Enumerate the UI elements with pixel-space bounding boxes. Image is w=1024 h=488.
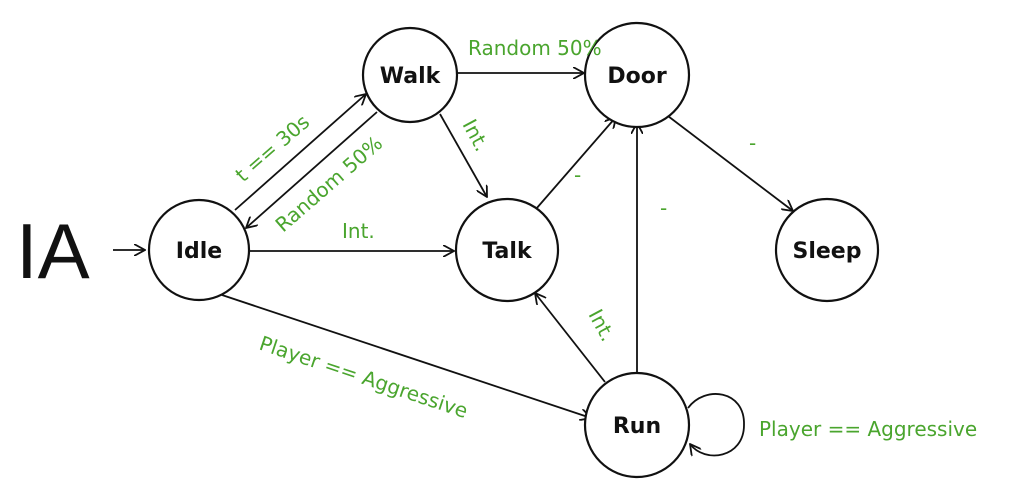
label-idle-to-walk: t == 30s [231, 110, 315, 187]
label-run-to-talk: Int. [584, 305, 621, 345]
node-walk-label: Walk [380, 64, 442, 89]
edge-door-to-sleep [663, 112, 793, 211]
node-run-label: Run [613, 414, 661, 439]
edge-run-self-loop [687, 393, 745, 456]
node-idle: Idle [147, 198, 251, 302]
label-idle-to-run: Player == Aggressive [256, 331, 471, 423]
label-idle-to-talk: Int. [342, 219, 375, 243]
diagram-title: IA [16, 207, 90, 295]
node-run: Run [583, 371, 691, 479]
node-idle-label: Idle [176, 239, 222, 264]
edge-walk-to-talk [439, 113, 487, 197]
edge-idle-to-walk [234, 94, 366, 211]
node-walk: Walk [361, 26, 459, 124]
node-talk-label: Talk [482, 239, 533, 264]
node-talk: Talk [454, 197, 560, 303]
edge-talk-to-door [535, 117, 616, 210]
node-door-label: Door [607, 64, 666, 89]
node-sleep: Sleep [774, 197, 880, 303]
label-run-to-door: - [660, 196, 667, 220]
label-run-self: Player == Aggressive [759, 417, 977, 441]
node-door: Door [583, 21, 691, 129]
edge-run-to-talk [535, 293, 606, 383]
label-walk-to-door: Random 50% [468, 36, 602, 60]
edge-idle-to-run [221, 294, 591, 418]
edge-walk-to-idle [246, 111, 378, 228]
label-door-to-sleep: - [749, 131, 756, 155]
label-talk-to-door: - [574, 163, 581, 187]
node-sleep-label: Sleep [793, 239, 862, 264]
label-walk-to-talk: Int. [458, 115, 495, 155]
